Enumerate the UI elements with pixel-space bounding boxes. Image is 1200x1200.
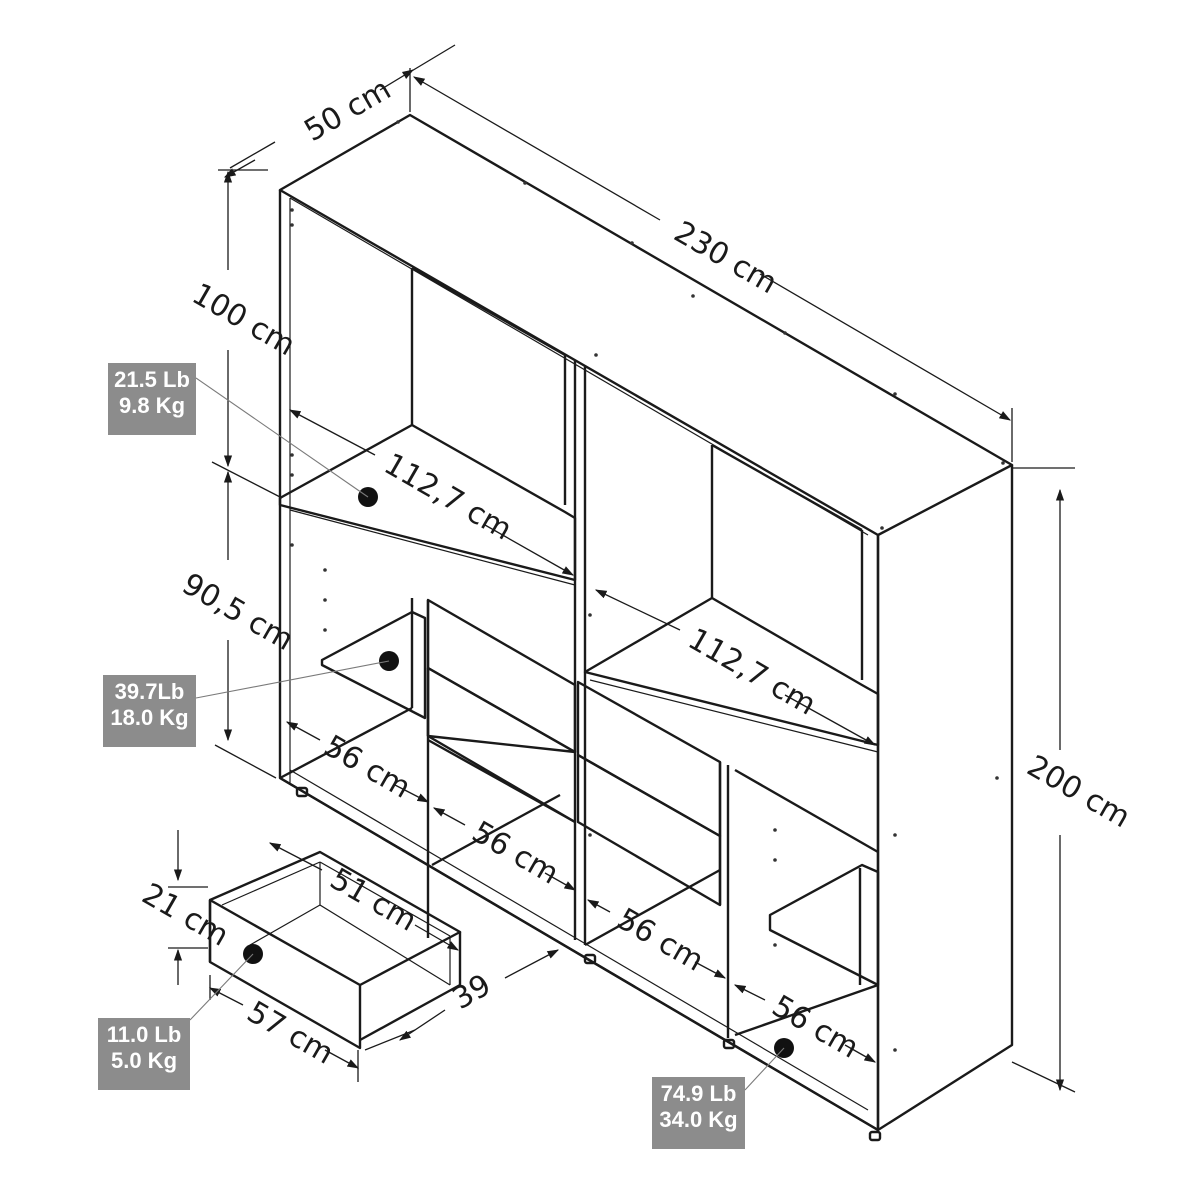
hardware-holes <box>290 120 1005 1052</box>
dim-drawer-width: 57 cm <box>241 995 339 1072</box>
lower-compartments <box>279 598 880 1132</box>
dim-total-height: 200 cm <box>1021 749 1136 836</box>
load-upper-kg: 9.8 Kg <box>118 393 186 418</box>
load-badge-upper-shelf: 21.5 Lb 9.8 Kg <box>108 363 196 435</box>
dim-bay-2: 56 cm <box>466 815 564 892</box>
dim-width: 230 cm <box>668 215 783 302</box>
dim-drawer-depth: 39 <box>447 968 498 1017</box>
load-badge-middle-shelf: 39.7Lb 18.0 Kg <box>103 675 196 747</box>
dim-drawer-height: 21 cm <box>136 877 234 954</box>
leader-lines <box>189 377 785 1091</box>
load-middle-lb: 39.7Lb <box>114 679 185 704</box>
cabinet-feet <box>295 786 882 1142</box>
dimension-lines <box>168 44 1076 1093</box>
dim-upper-height: 100 cm <box>186 277 301 364</box>
load-upper-lb: 21.5 Lb <box>114 367 190 392</box>
dimension-labels: 50 cm 230 cm 100 cm 90,5 cm 200 cm 112,7… <box>136 72 1136 1072</box>
dim-depth: 50 cm <box>299 72 397 149</box>
load-middle-kg: 18.0 Kg <box>110 705 189 730</box>
load-bottom-lb: 74.9 Lb <box>660 1081 737 1106</box>
load-drawer-lb: 11.0 Lb <box>106 1022 182 1047</box>
dim-upper-shelf-right: 112,7 cm <box>682 622 822 723</box>
load-bottom-kg: 34.0 Kg <box>659 1107 738 1132</box>
dim-drawer-inner: 51 cm <box>324 862 422 939</box>
dim-bay-1: 56 cm <box>318 729 416 806</box>
load-badge-bottom: 74.9 Lb 34.0 Kg <box>652 1077 745 1149</box>
dim-upper-shelf-left: 112,7 cm <box>378 447 518 548</box>
drawer-detail <box>208 850 462 1050</box>
load-badge-drawer: 11.0 Lb 5.0 Kg <box>98 1018 190 1090</box>
upper-compartments <box>278 266 880 945</box>
load-drawer-kg: 5.0 Kg <box>110 1048 178 1073</box>
